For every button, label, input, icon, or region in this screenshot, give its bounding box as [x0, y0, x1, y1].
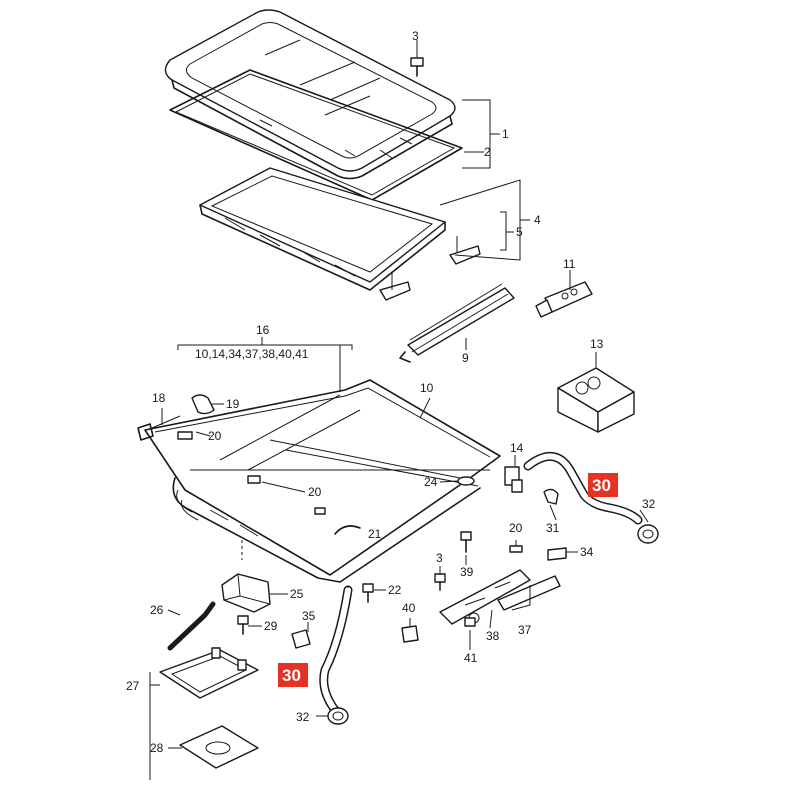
callout-2: 2	[484, 145, 491, 159]
callout-31: 31	[546, 521, 560, 535]
screw-part-22	[362, 583, 374, 603]
callout-32-right: 32	[642, 497, 656, 511]
callout-11: 11	[563, 257, 576, 271]
clip-part-35	[291, 629, 311, 649]
callout-10: 10	[420, 381, 434, 395]
clip-part-40	[401, 625, 419, 643]
clip-part-20-c	[509, 545, 523, 553]
callout-41: 41	[464, 651, 478, 665]
callout-4: 4	[534, 213, 541, 227]
callout-28: 28	[150, 741, 164, 755]
callout-24: 24	[424, 475, 438, 489]
callout-19: 19	[226, 397, 240, 411]
callout-25: 25	[290, 587, 304, 601]
washer-part-24	[457, 476, 475, 486]
screw-part-29	[237, 615, 249, 635]
glass-seal	[169, 69, 463, 201]
callout-21: 21	[368, 527, 382, 541]
callout-5: 5	[516, 225, 523, 239]
callout-3-bottom: 3	[436, 551, 443, 565]
frame-brackets	[379, 236, 481, 301]
highlight-box-30-left	[278, 663, 308, 687]
clip-part-20-a	[177, 431, 193, 440]
drain-valve-right-part-32	[637, 524, 659, 544]
drain-hose-right-part-30	[523, 452, 643, 525]
fitting-part-14	[504, 466, 523, 493]
callout-22: 22	[388, 583, 402, 597]
bracket-part-34	[547, 547, 567, 561]
clip-part-20-b	[247, 475, 326, 515]
highlight-box-30-right	[588, 473, 618, 497]
screw-part-3-bottom	[434, 573, 446, 591]
mounting-plate-part-27	[159, 647, 259, 699]
cable-part-21	[334, 525, 361, 535]
guide-rail-part-9	[399, 283, 515, 363]
leader-lines	[149, 40, 649, 780]
callout-20-c: 20	[509, 521, 523, 535]
screw-part-3-top	[410, 57, 424, 77]
screw-part-39	[460, 531, 472, 553]
callout-16-list: 10,14,34,37,38,40,41	[195, 347, 309, 361]
callout-13: 13	[590, 337, 604, 351]
callout-40: 40	[402, 601, 416, 615]
hex-key-part-26	[167, 601, 216, 651]
callout-30-right: 30	[592, 476, 611, 495]
cable-guide-part-37	[497, 575, 561, 611]
lubricant-tube-part-11	[535, 281, 593, 318]
callout-18: 18	[152, 391, 166, 405]
box-part-13	[557, 367, 635, 433]
clip-part-19	[191, 394, 215, 415]
callout-26: 26	[150, 603, 164, 617]
callout-30-left: 30	[282, 666, 301, 685]
callout-20-a: 20	[208, 429, 222, 443]
callout-38: 38	[486, 629, 500, 643]
callout-16: 16	[256, 323, 270, 337]
callout-35: 35	[302, 609, 316, 623]
drain-hose-left-part-30	[319, 585, 353, 715]
mounting-bracket-part-28	[179, 725, 259, 769]
clip-part-41	[464, 617, 476, 627]
callout-32-left: 32	[296, 710, 310, 724]
drain-valve-left-part-32	[327, 707, 349, 725]
callout-34: 34	[580, 545, 594, 559]
callout-39: 39	[460, 565, 474, 579]
callout-labels: 3 1 2 4 5 11 16 10,14,34,37,38,40,41 13 …	[126, 29, 656, 755]
motor-linkage-part-38	[439, 569, 531, 625]
motor-part-25	[221, 573, 271, 613]
clamp-part-31	[543, 488, 559, 505]
callout-3-top: 3	[412, 29, 419, 43]
callout-14: 14	[510, 441, 524, 455]
frame-assembly	[199, 167, 446, 291]
callout-1: 1	[502, 127, 509, 141]
sunroof-main-frame	[137, 379, 501, 583]
callout-29: 29	[264, 619, 278, 633]
callout-20-b: 20	[308, 485, 322, 499]
callout-9: 9	[462, 351, 469, 365]
glass-panel	[164, 9, 456, 180]
callout-27: 27	[126, 679, 140, 693]
callout-37: 37	[518, 623, 532, 637]
